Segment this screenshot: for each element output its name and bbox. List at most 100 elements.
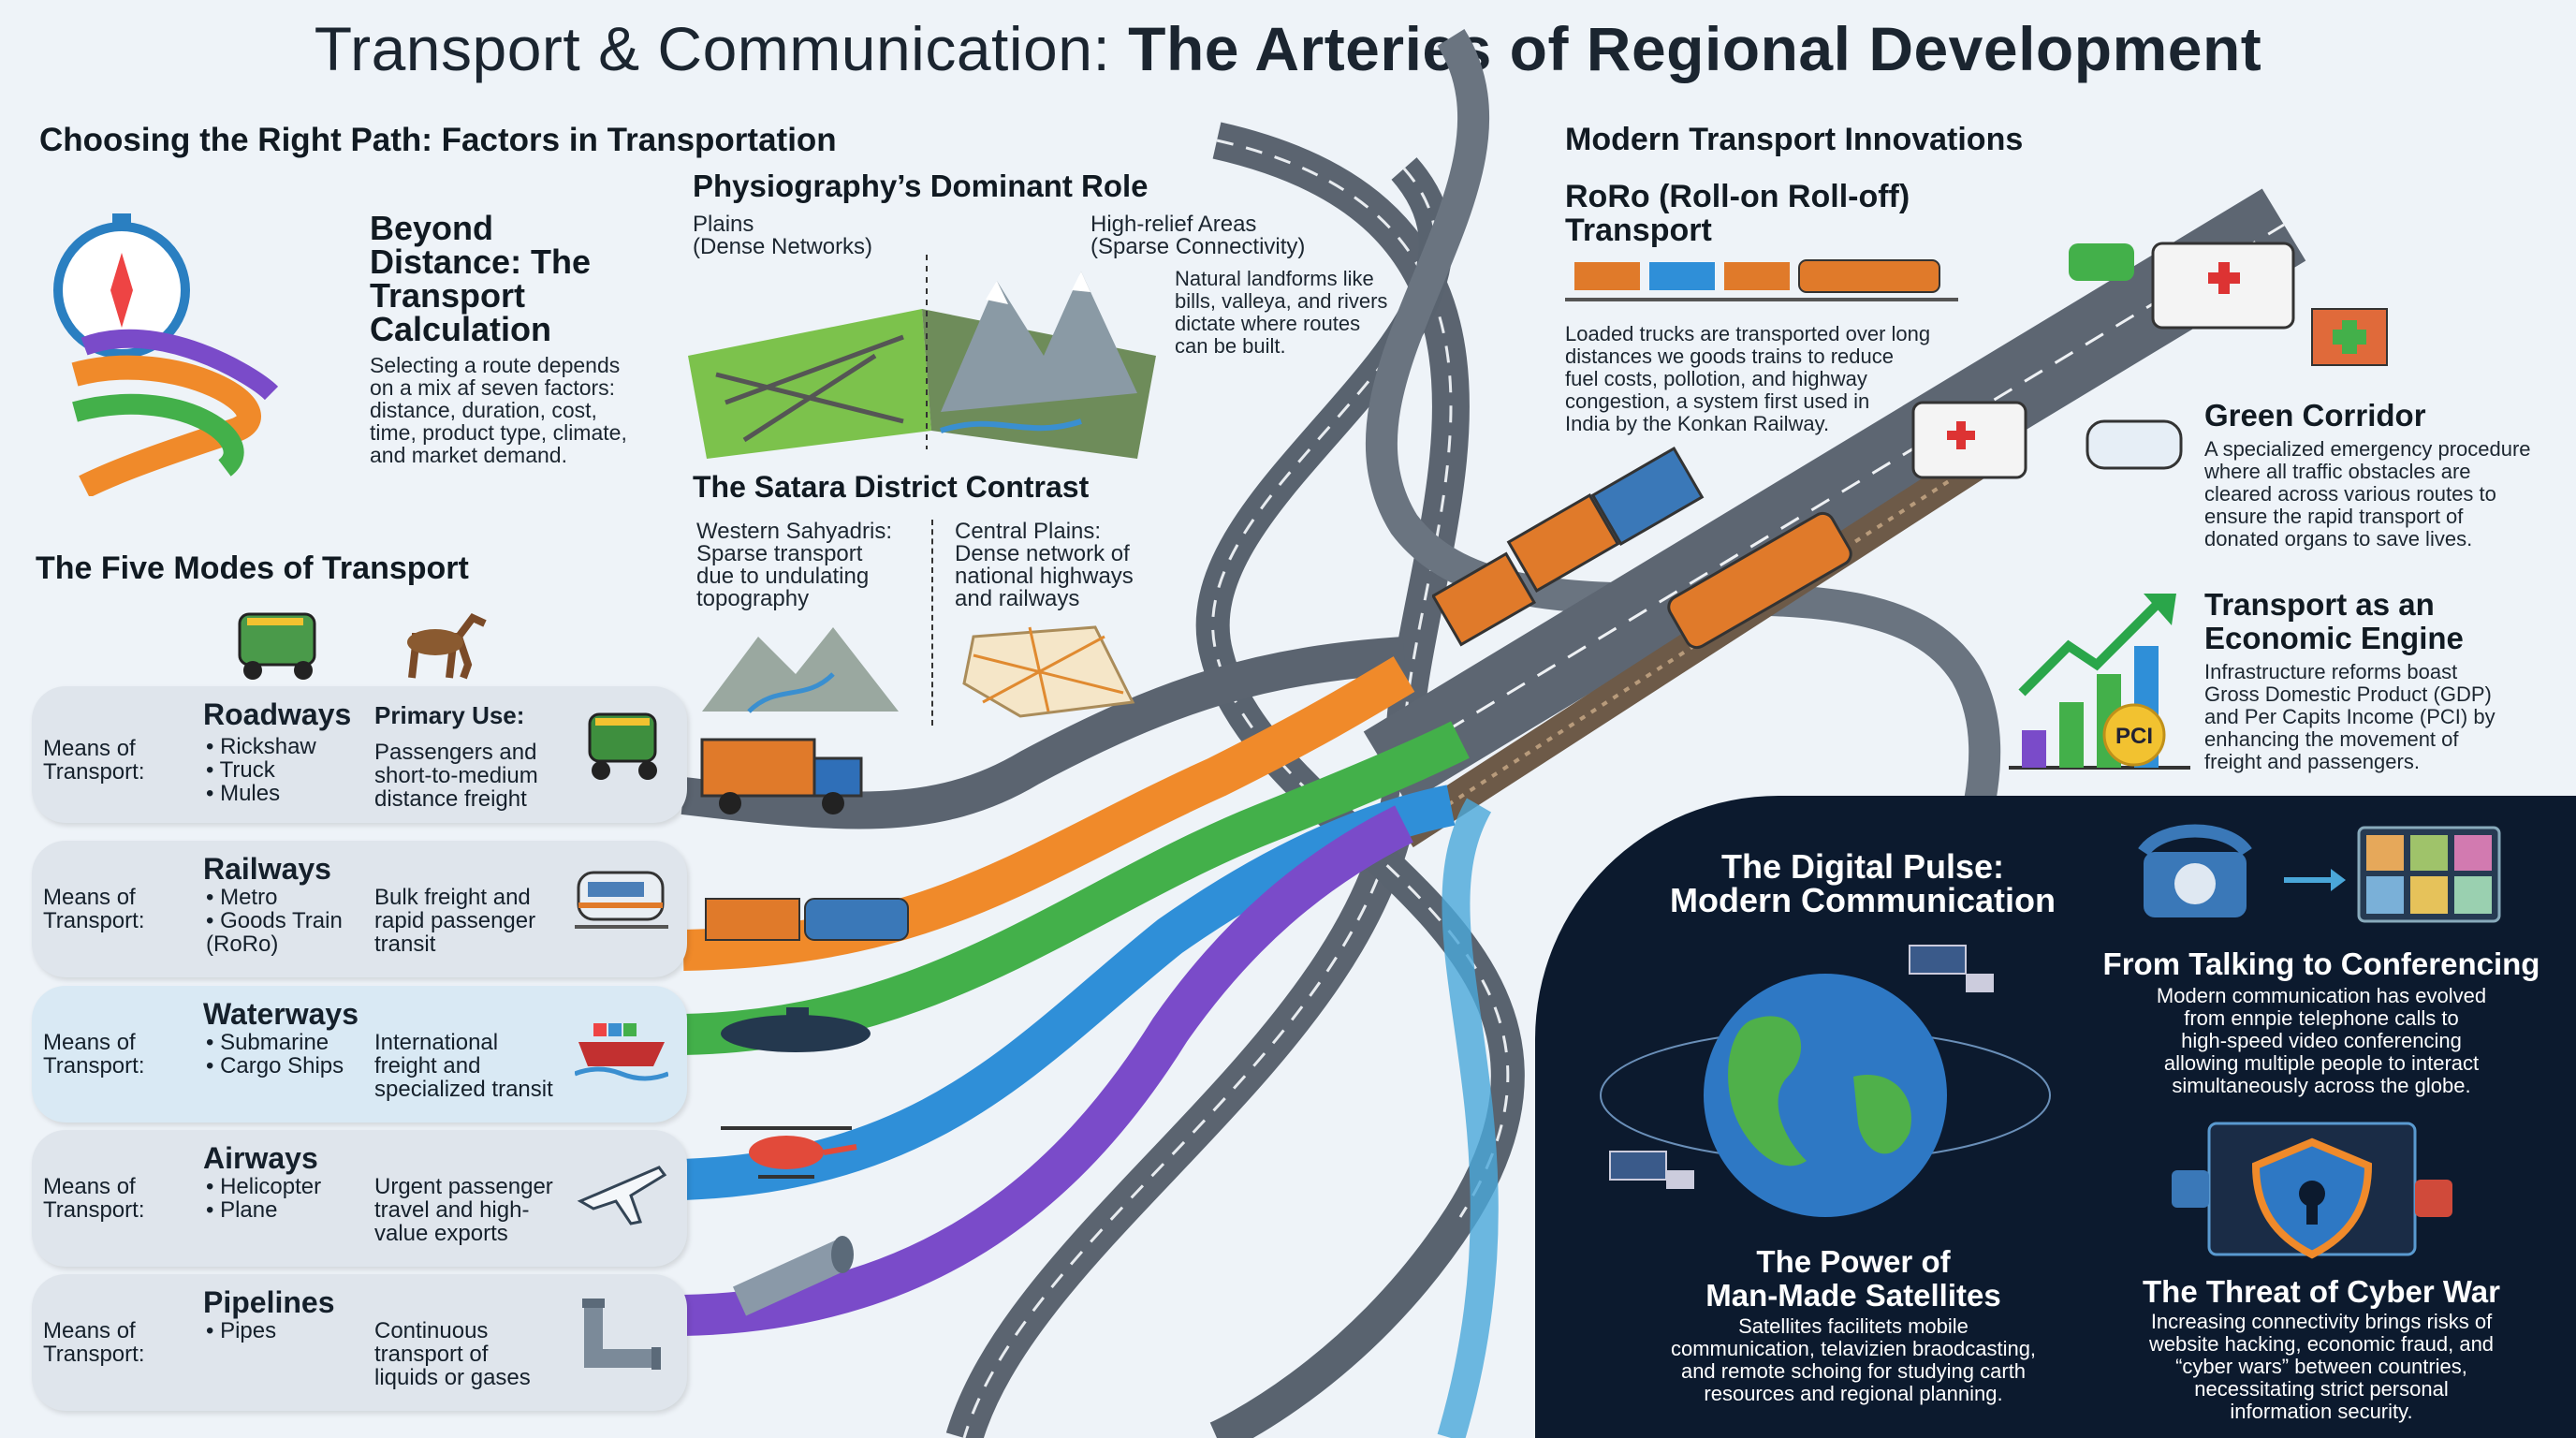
- roro-body: Loaded trucks are transported over long …: [1565, 323, 1930, 435]
- satellites-title-line: Man-Made Satellites: [1705, 1278, 2001, 1313]
- cyber-body-line: information security.: [2230, 1400, 2413, 1423]
- mode-use-line: Bulk freight and: [374, 885, 531, 910]
- mode-use-line: Passengers and: [374, 740, 537, 765]
- means-label-line: Means of: [43, 1318, 136, 1343]
- factors-heading: Choosing the Right Path: Factors in Tran…: [39, 122, 837, 158]
- mode-item: • Rickshaw: [206, 734, 316, 759]
- talking-body: Modern communication has evolved from en…: [2097, 985, 2546, 1097]
- relief-body: Natural landforms like bills, valleya, a…: [1175, 268, 1387, 358]
- mode-use-line: Urgent passenger: [374, 1174, 553, 1199]
- relief-label: High-relief Areas (Sparse Connectivity): [1090, 213, 1305, 258]
- green-corridor-line: cleared across various routes to: [2204, 482, 2496, 506]
- relief-body-line: dictate where routes: [1175, 312, 1361, 335]
- means-label-line: Transport:: [43, 759, 145, 785]
- engine-title: Transport as an Economic Engine: [2204, 588, 2464, 655]
- mode-item: • Plane: [206, 1197, 278, 1223]
- talking-body-line: high-speed video conferencing: [2181, 1029, 2462, 1052]
- talking-body-line: from ennpie telephone calls to: [2184, 1006, 2459, 1030]
- engine-body-line: and Per Capits Income (PCI) by: [2204, 705, 2496, 728]
- roro-loaded-trains-illustration: [1432, 446, 1852, 650]
- relief-body-line: bills, valleya, and rivers: [1175, 289, 1388, 313]
- engine-title-line: Economic Engine: [2204, 621, 2464, 655]
- satellites-body: Satellites facilitets mobile communicati…: [1573, 1315, 2134, 1405]
- truck-icon: [700, 738, 863, 814]
- satellites-body-line: Satellites facilitets mobile: [1738, 1314, 1969, 1338]
- mode-items: • Helicopter• Plane: [206, 1175, 321, 1222]
- satara-western: Western Sahyadris: Sparse transport due …: [696, 521, 892, 610]
- metro-train-icon: [575, 871, 668, 929]
- mode-use-line: transport of: [374, 1342, 489, 1367]
- green-corridor-line: donated organs to save lives.: [2204, 527, 2473, 550]
- ambulance-and-cars-illustration: [1911, 242, 2295, 479]
- cargo-ship-icon: [575, 1023, 668, 1081]
- plains-label-line: (Dense Networks): [693, 234, 873, 259]
- satara-central-line: national highways: [955, 564, 1134, 589]
- mode-use-line: freight and: [374, 1053, 481, 1078]
- talking-body-line: allowing multiple people to interact: [2163, 1051, 2480, 1075]
- mode-name: Roadways: [203, 697, 352, 731]
- phone-to-video-icon: [2138, 824, 2501, 923]
- mode-use-line: liquids or gases: [374, 1365, 531, 1390]
- relief-label-line: High-relief Areas: [1090, 212, 1257, 237]
- compass-road-icon: [53, 213, 279, 496]
- beyond-body-line: and market demand.: [370, 443, 567, 467]
- cyber-body-line: “cyber wars” between countries,: [2175, 1355, 2467, 1378]
- mode-use-line: short-to-medium: [374, 763, 538, 788]
- mode-item: • Submarine: [206, 1030, 329, 1055]
- engine-body-line: Gross Domestic Product (GDP): [2204, 682, 2492, 706]
- beyond-title: Beyond Distance: The Transport Calculati…: [370, 212, 591, 346]
- means-label-line: Transport:: [43, 1053, 145, 1078]
- five-modes-heading: The Five Modes of Transport: [36, 550, 469, 586]
- digital-heading-line: Modern Communication: [1670, 881, 2056, 919]
- roro-title-line: RoRo (Roll-on Roll-off): [1565, 179, 1910, 214]
- mode-use-line: specialized transit: [374, 1077, 553, 1102]
- mode-use-line: International: [374, 1030, 499, 1055]
- satara-divider: [931, 520, 933, 726]
- satellites-title: The Power of Man-Made Satellites: [1591, 1245, 2115, 1313]
- mode-items: • Pipes: [206, 1319, 276, 1343]
- pipeline-segment-icon: [732, 1236, 854, 1316]
- beyond-body-line: distance, duration, cost,: [370, 398, 597, 422]
- beyond-body-line: time, product type, climate,: [370, 420, 627, 445]
- mode-item: • Helicopter: [206, 1174, 322, 1199]
- means-label-line: Transport:: [43, 1342, 145, 1367]
- satara-western-line: topography: [696, 586, 810, 611]
- growth-chart-icon: PCI: [2009, 594, 2190, 770]
- satara-central-line: Dense network of: [955, 541, 1130, 566]
- satara-western-line: due to undulating: [696, 564, 870, 589]
- primary-use-label: Primary Use:: [374, 701, 525, 729]
- mode-item: (RoRo): [206, 932, 279, 957]
- green-corridor-line: A specialized emergency procedure: [2204, 437, 2531, 461]
- beyond-title-line: Transport: [370, 276, 526, 315]
- satellites-body-line: resources and regional planning.: [1704, 1382, 2003, 1405]
- mode-items: • Metro• Goods Train (RoRo): [206, 886, 343, 956]
- beyond-body-line: on a mix af seven factors:: [370, 375, 616, 400]
- relief-body-line: can be built.: [1175, 334, 1286, 358]
- roro-body-line: Loaded trucks are transported over long: [1565, 322, 1931, 345]
- submarine-icon: [721, 1007, 871, 1052]
- talking-body-line: Modern communication has evolved: [2156, 984, 2487, 1007]
- roro-body-line: distances we goods trains to reduce: [1565, 345, 1894, 368]
- engine-body-line: freight and passengers.: [2204, 750, 2420, 773]
- mode-name: Waterways: [203, 997, 359, 1031]
- satara-western-line: Western Sahyadris:: [696, 519, 892, 544]
- mode-use-line: value exports: [374, 1221, 508, 1246]
- mode-items: • Rickshaw• Truck• Mules: [206, 735, 316, 805]
- beyond-title-line: Beyond: [370, 209, 494, 247]
- mode-item: • Goods Train: [206, 908, 343, 933]
- pipe-icon: [582, 1299, 661, 1370]
- means-label-line: Means of: [43, 1174, 136, 1199]
- cyber-body: Increasing connectivity brings risks of …: [2097, 1311, 2546, 1423]
- satellites-body-line: and remote schoing for studying carth: [1680, 1359, 2027, 1383]
- rickshaw-and-mule-icon: [238, 612, 487, 680]
- cyber-body-line: necessitating strict personal: [2194, 1377, 2449, 1401]
- relief-body-line: Natural landforms like: [1175, 267, 1374, 290]
